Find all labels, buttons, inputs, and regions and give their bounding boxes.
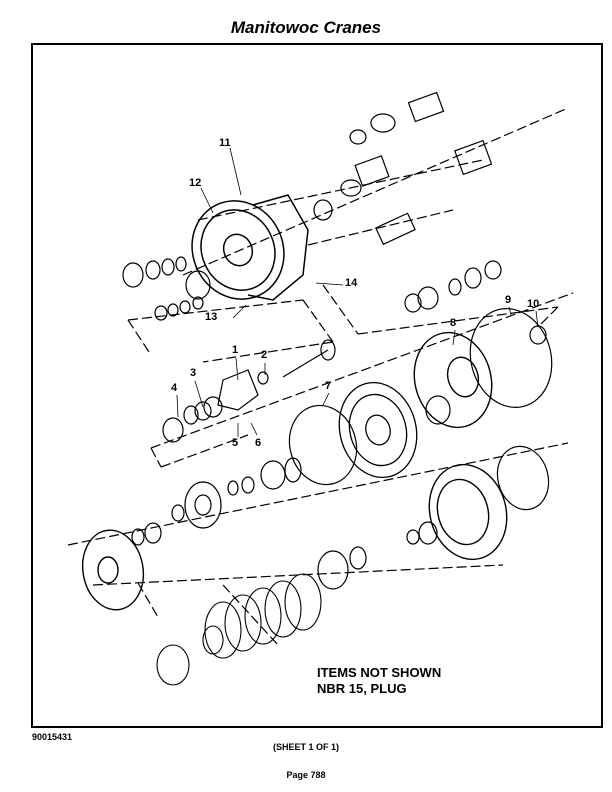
callout-6: 6 xyxy=(255,437,262,449)
callout-8: 8 xyxy=(450,317,457,329)
impeller xyxy=(81,529,145,611)
seal-10 xyxy=(529,325,547,345)
drawing-number: 90015431 xyxy=(32,732,73,742)
o-ring-large xyxy=(496,445,550,511)
turbine xyxy=(338,381,418,479)
callout-3: 3 xyxy=(190,367,197,379)
note-line-2: NBR 15, PLUG xyxy=(317,681,407,696)
callout-13: 13 xyxy=(205,311,218,323)
bottom-center xyxy=(317,521,438,590)
pump-components xyxy=(313,91,502,313)
left-rings xyxy=(122,256,211,321)
o-ring-9 xyxy=(469,308,553,408)
ring-gear xyxy=(428,463,508,561)
note-line-1: ITEMS NOT SHOWN xyxy=(317,665,442,680)
callout-4: 4 xyxy=(171,382,178,394)
exploded-parts-diagram xyxy=(67,91,574,686)
clutch-plates xyxy=(156,573,322,686)
callout-7: 7 xyxy=(325,380,332,392)
shaft-assembly xyxy=(162,339,336,443)
callout-5: 5 xyxy=(232,437,239,449)
sheet-label: (SHEET 1 OF 1) xyxy=(272,742,339,752)
callout-leaders xyxy=(176,147,539,437)
converter-housing-8 xyxy=(413,331,493,429)
page-number: Page 788 xyxy=(286,770,326,780)
callout-2: 2 xyxy=(261,349,268,361)
callout-11: 11 xyxy=(219,137,231,149)
callout-12: 12 xyxy=(189,177,202,189)
diagram-frame: 11 12 13 14 1 2 3 4 5 6 7 8 9 10 ITEMS N… xyxy=(31,43,603,728)
o-ring-7 xyxy=(288,404,358,486)
middle-row xyxy=(131,395,451,546)
callout-9: 9 xyxy=(505,294,512,306)
callout-14: 14 xyxy=(345,277,358,289)
housing xyxy=(191,194,309,301)
items-not-shown-note: ITEMS NOT SHOWN NBR 15, PLUG xyxy=(317,665,441,697)
callout-1: 1 xyxy=(232,344,239,356)
assembly-lines xyxy=(67,107,574,646)
callout-10: 10 xyxy=(527,298,540,310)
page-title: Manitowoc Cranes xyxy=(230,18,382,37)
